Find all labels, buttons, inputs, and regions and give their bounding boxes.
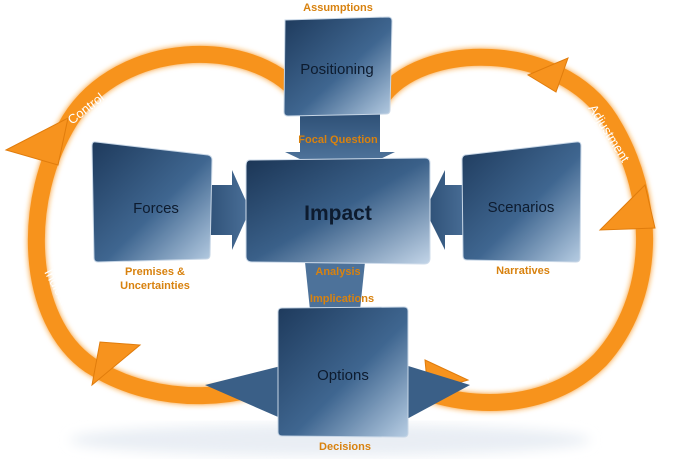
decisions-caption: Decisions — [319, 441, 371, 453]
connectors — [205, 112, 470, 420]
assumptions-caption: Assumptions — [303, 2, 373, 14]
feedback-loop — [27, 45, 654, 411]
positioning-box: Positioning — [283, 16, 393, 117]
options-left-wing — [205, 365, 285, 420]
focal-question-caption: Focal Question — [298, 134, 378, 146]
premises-caption-line1: Premises & — [125, 266, 185, 278]
options-right-wing — [405, 365, 470, 420]
right-loop-arc — [371, 48, 654, 411]
premises-caption-line2: Uncertainties — [120, 280, 190, 292]
impact-box: Impact — [245, 157, 431, 265]
floor-reflection — [70, 424, 590, 456]
impact-to-options-arrow — [305, 262, 365, 310]
analysis-caption: Analysis — [315, 266, 360, 278]
left-loop-arc — [27, 45, 309, 405]
assessment-arrowhead — [598, 184, 656, 231]
scenarios-label: Scenarios — [488, 199, 555, 216]
forces-to-impact-arrow — [205, 170, 250, 250]
narratives-caption: Narratives — [496, 265, 550, 277]
scenarios-box: Scenarios — [461, 141, 582, 263]
adjustment-arrowhead — [526, 57, 569, 93]
impact-label: Impact — [304, 202, 372, 225]
forces-label: Forces — [133, 200, 179, 217]
control-arrowhead — [4, 117, 69, 166]
scenarios-to-impact-arrow — [425, 170, 470, 250]
forces-box: Forces — [91, 141, 213, 263]
positioning-label: Positioning — [300, 61, 373, 78]
options-label: Options — [317, 367, 369, 384]
options-box: Options — [277, 306, 409, 438]
implications-caption: Implications — [310, 293, 374, 305]
indicators-arrowhead — [91, 341, 142, 387]
